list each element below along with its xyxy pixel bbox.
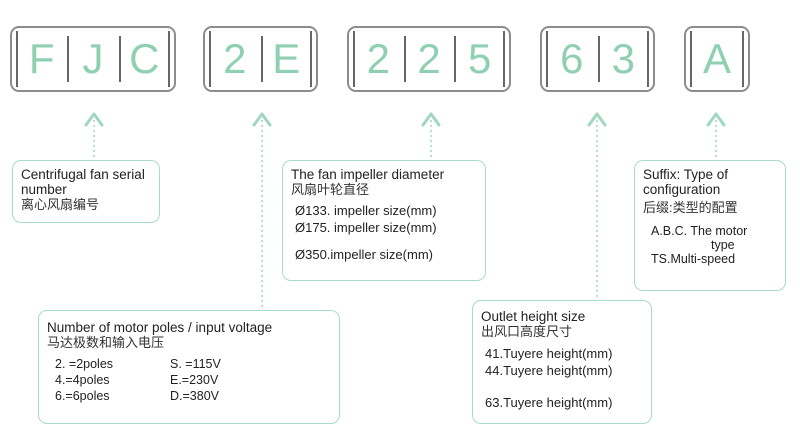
outlet-item: 44.Tuyere height(mm) xyxy=(485,363,613,378)
outlet-title: Outlet height size xyxy=(481,309,586,324)
arrow-head-suffix xyxy=(706,112,726,127)
voltage-option: S. =115V xyxy=(170,357,221,371)
arrow-head-outlet xyxy=(587,112,607,127)
outlet-item: 63.Tuyere height(mm) xyxy=(485,395,613,410)
suffix-ts: TS.Multi-speed xyxy=(651,252,736,266)
code-group-225: 2 2 5 xyxy=(347,26,511,92)
arrow-head-serial xyxy=(84,112,104,127)
code-char: 2 xyxy=(366,35,391,82)
code-group-2e: 2 E xyxy=(203,26,318,92)
outlet-height-box: Outlet height size 出风口高度尺寸 41.Tuyere hei… xyxy=(472,300,652,424)
code-group-63: 6 3 xyxy=(540,26,655,92)
impeller-item: Ø175. impeller size(mm) xyxy=(295,220,437,235)
serial-title: Centrifugal fan serial number xyxy=(21,167,145,197)
code-char: 6 xyxy=(560,35,584,82)
poles-cn: 马达极数和输入电压 xyxy=(47,335,165,350)
code-char: E xyxy=(260,34,313,84)
code-char: 3 xyxy=(597,34,650,84)
motor-poles-box: Number of motor poles / input voltage 马达… xyxy=(38,310,340,424)
suffix-abc-type: type xyxy=(711,238,735,252)
arrow-head-impeller xyxy=(421,112,441,127)
code-char: 2 xyxy=(223,35,247,82)
suffix-abc: A.B.C. The motor xyxy=(651,224,748,238)
outlet-item: 41.Tuyere height(mm) xyxy=(485,346,613,361)
suffix-title: Suffix: Type of configuration xyxy=(643,167,729,197)
code-group-a: A xyxy=(684,26,750,92)
poles-option: 6.=6poles xyxy=(55,389,110,403)
code-char: J xyxy=(67,34,118,84)
arrow-head-poles xyxy=(252,112,272,127)
impeller-item: Ø133. impeller size(mm) xyxy=(295,203,437,218)
impeller-title: The fan impeller diameter xyxy=(291,167,445,182)
impeller-diameter-box: The fan impeller diameter 风扇叶轮直径 Ø133. i… xyxy=(282,160,486,281)
code-group-fjc: F J C xyxy=(10,26,176,92)
code-char: 5 xyxy=(454,34,505,84)
outlet-cn: 出风口高度尺寸 xyxy=(481,324,573,339)
suffix-box: Suffix: Type of configuration 后缀:类型的配置 A… xyxy=(634,160,786,291)
poles-option: 4.=4poles xyxy=(55,373,110,387)
serial-number-box: Centrifugal fan serial number 离心风扇编号 xyxy=(12,160,160,223)
code-char: A xyxy=(702,35,731,82)
poles-title: Number of motor poles / input voltage xyxy=(47,320,273,335)
impeller-item: Ø350.impeller size(mm) xyxy=(295,247,433,262)
code-char: C xyxy=(118,34,170,84)
suffix-cn: 后缀:类型的配置 xyxy=(643,200,738,215)
poles-option: 2. =2poles xyxy=(55,357,114,371)
serial-cn: 离心风扇编号 xyxy=(21,197,100,212)
impeller-cn: 风扇叶轮直径 xyxy=(291,182,370,197)
code-char: 2 xyxy=(403,34,455,84)
code-char: F xyxy=(28,35,55,82)
voltage-option: D.=380V xyxy=(170,389,219,403)
voltage-option: E.=230V xyxy=(170,373,219,387)
